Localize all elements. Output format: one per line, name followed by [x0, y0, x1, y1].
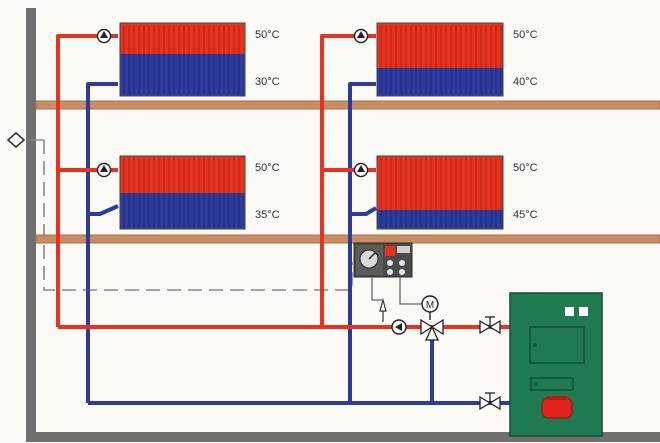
- radiator-hot-section: [120, 156, 245, 193]
- ground-line: [26, 432, 660, 442]
- circulation-pump-icon: [96, 162, 112, 178]
- radiator-top-right: 50°C 40°C: [376, 22, 538, 97]
- radiator-return-temp: 40°C: [513, 76, 538, 88]
- circulation-pump-icon: [391, 319, 407, 335]
- mixing-valve-icon: [420, 318, 444, 341]
- building-wall: [26, 8, 36, 440]
- circulation-pump-icon: [353, 162, 369, 178]
- controller-wire-motor: [399, 277, 422, 305]
- shutoff-valve-icon: [479, 392, 501, 411]
- return-branch-mid-right: [350, 206, 378, 216]
- radiator-cool-section: [120, 54, 245, 96]
- radiator-outline: [119, 22, 246, 97]
- radiator-return-temp: 45°C: [513, 209, 538, 221]
- burner-icon: [541, 396, 573, 419]
- radiators-group: 50°C 30°C 50°C 40°C 50°C 35°C 50°C 45°C: [119, 22, 538, 230]
- radiator-outline: [376, 22, 504, 97]
- radiator-top-left: 50°C 30°C: [119, 22, 280, 97]
- radiator-supply-temp: 50°C: [255, 29, 280, 41]
- radiator-return-temp: 30°C: [255, 76, 280, 88]
- radiator-hot-section: [377, 156, 503, 210]
- circulation-pump-icon: [96, 28, 112, 44]
- radiator-supply-temp: 50°C: [513, 29, 538, 41]
- controller-icon: [353, 242, 413, 278]
- motor-icon: M: [421, 295, 439, 320]
- thermostat-sensor-icon: [379, 297, 387, 322]
- radiator-return-temp: 35°C: [255, 209, 280, 221]
- motor-label: M: [426, 300, 434, 311]
- radiator-cool-section: [377, 68, 503, 96]
- return-riser-right: [348, 82, 376, 403]
- radiator-cool-section: [120, 193, 245, 229]
- return-branch-mid-left: [88, 204, 119, 216]
- return-riser-left: [86, 82, 118, 403]
- return-pipes: [86, 82, 510, 405]
- shutoff-valve-icon: [479, 316, 501, 335]
- radiator-outline: [376, 155, 504, 230]
- radiator-cool-section: [377, 210, 503, 229]
- radiator-hot-section: [377, 23, 503, 68]
- controller-wire-sensor: [371, 277, 382, 301]
- radiator-hot-section: [120, 23, 245, 54]
- radiator-mid-left: 50°C 35°C: [119, 155, 280, 230]
- circulation-pump-icon: [353, 28, 369, 44]
- outdoor-sensor-icon: [6, 131, 26, 149]
- radiator-supply-temp: 50°C: [513, 162, 538, 174]
- radiator-supply-temp: 50°C: [255, 162, 280, 174]
- radiator-mid-right: 50°C 45°C: [376, 155, 538, 230]
- radiator-outline: [119, 155, 246, 230]
